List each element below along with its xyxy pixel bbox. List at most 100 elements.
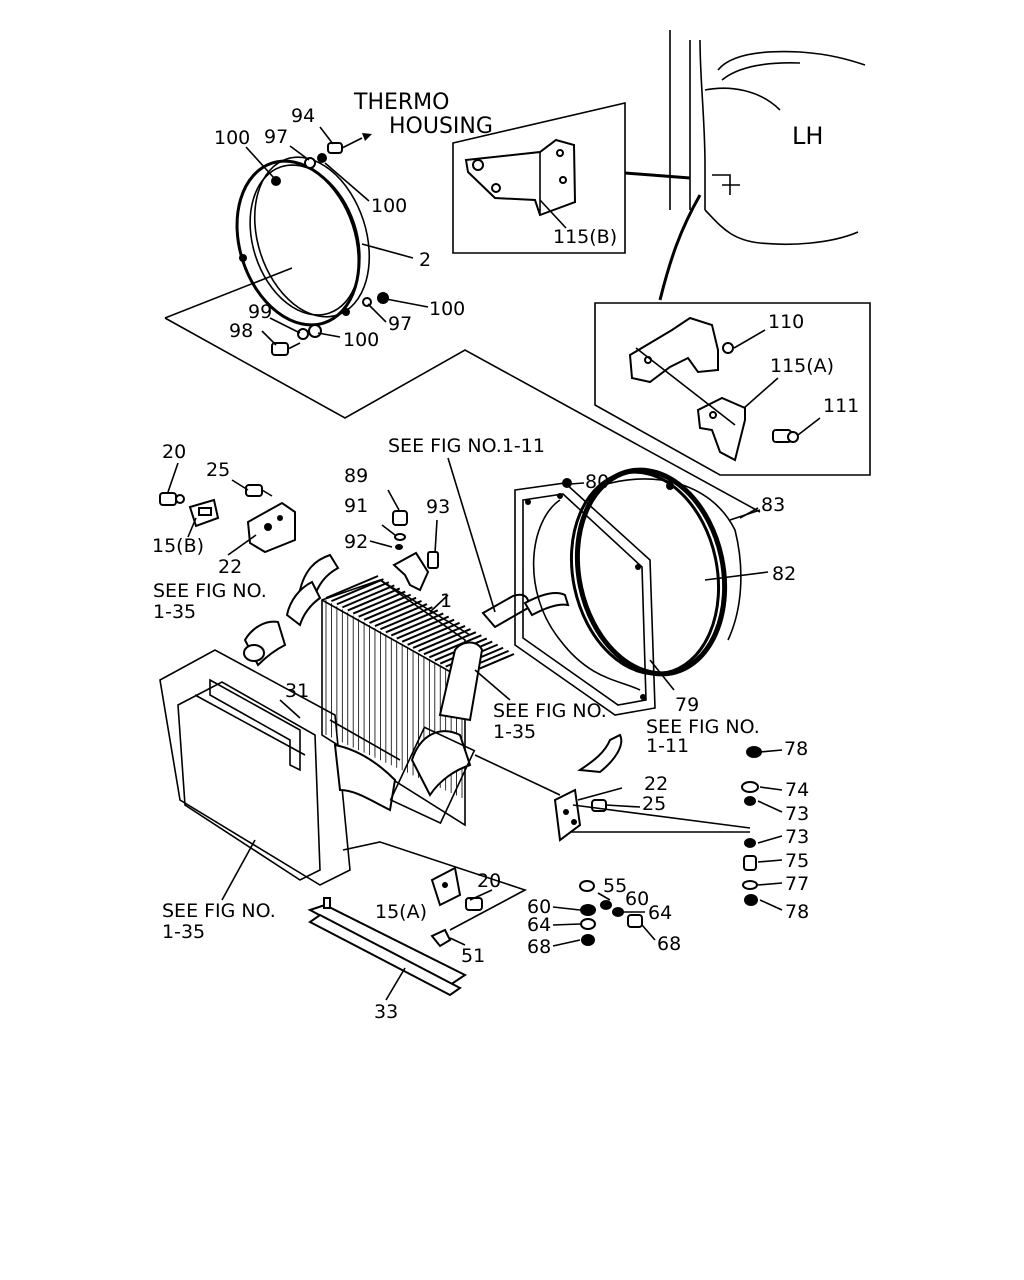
radiator-frame-part-31 xyxy=(159,649,476,886)
bracket-group-left xyxy=(159,462,296,556)
callout-75: 75 xyxy=(785,850,809,872)
callout-83: 83 xyxy=(761,494,785,516)
bottom-rail-part-33 xyxy=(307,897,467,1001)
callout-60: 60 xyxy=(625,888,649,910)
radiator-fin xyxy=(407,621,460,646)
radiator-fin xyxy=(396,615,450,640)
callout-79: 79 xyxy=(675,694,699,716)
callout-78: 78 xyxy=(784,738,808,760)
callout-100: 100 xyxy=(371,195,407,217)
note-see-fig-1-35-bottom: SEE FIG NO. xyxy=(162,900,276,922)
callout-100: 100 xyxy=(429,298,465,320)
shroud-ring-part-2 xyxy=(235,156,371,327)
radiator-fin xyxy=(336,581,390,606)
callout-91: 91 xyxy=(344,495,368,517)
callout-98: 98 xyxy=(229,320,253,342)
note-see-fig-1-35-left-num: 1-35 xyxy=(153,601,196,623)
callout-51: 51 xyxy=(461,945,485,967)
radiator-fin xyxy=(380,606,433,631)
callout-64: 64 xyxy=(648,902,672,924)
callout-78: 78 xyxy=(785,901,809,923)
callout-33: 33 xyxy=(374,1001,398,1023)
note-see-fig-1-11-right-num: 1-11 xyxy=(646,735,689,757)
callout-20: 20 xyxy=(162,441,186,463)
radiator-fin xyxy=(385,609,439,634)
callout-110: 110 xyxy=(768,311,804,333)
callout-100: 100 xyxy=(214,127,250,149)
callout-115b: 115(B) xyxy=(553,226,617,248)
radiator-fin xyxy=(325,575,379,599)
note-see-fig-1-11-right: SEE FIG NO. xyxy=(646,716,760,738)
callout-77: 77 xyxy=(785,873,809,895)
lh-frame-outline xyxy=(658,30,866,301)
callout-97: 97 xyxy=(264,126,288,148)
callout-74: 74 xyxy=(785,779,809,801)
callout-64: 64 xyxy=(527,914,551,936)
note-see-fig-1-35-mid: SEE FIG NO. xyxy=(493,700,607,722)
small-fasteners-top xyxy=(271,133,389,356)
callout-94: 94 xyxy=(291,105,315,127)
callout-97: 97 xyxy=(388,313,412,335)
callout-22: 22 xyxy=(218,556,242,578)
callout-1: 1 xyxy=(440,590,452,612)
note-see-fig-1-35-mid-num: 1-35 xyxy=(493,721,536,743)
callout-73: 73 xyxy=(785,826,809,848)
note-see-fig-1-11: SEE FIG NO.1-11 xyxy=(388,435,545,457)
hose-middle xyxy=(410,641,511,797)
radiator-fin xyxy=(412,624,466,649)
callout-82: 82 xyxy=(772,563,796,585)
callout-115a: 115(A) xyxy=(770,355,834,377)
callout-15a: 15(A) xyxy=(375,901,427,923)
note-housing: HOUSING xyxy=(389,114,493,139)
bracket-group-right xyxy=(474,754,751,842)
hose-upper-right xyxy=(447,457,570,629)
callout-2: 2 xyxy=(419,249,431,271)
radiator-fin xyxy=(331,578,384,603)
callout-100: 100 xyxy=(343,329,379,351)
callout-68: 68 xyxy=(657,933,681,955)
assembly-outline xyxy=(164,317,761,513)
note-see-fig-1-35-bottom-num: 1-35 xyxy=(162,921,205,943)
callout-68: 68 xyxy=(527,936,551,958)
callout-89: 89 xyxy=(344,465,368,487)
callout-31: 31 xyxy=(285,680,309,702)
callout-111: 111 xyxy=(823,395,859,417)
note-thermo: THERMO xyxy=(353,90,449,115)
radiator-fin xyxy=(418,628,471,652)
radiator-fin xyxy=(369,600,422,624)
callout-99: 99 xyxy=(248,301,272,323)
callout-25: 25 xyxy=(642,793,666,815)
callout-20: 20 xyxy=(477,870,501,892)
radiator-fin xyxy=(363,596,417,621)
radiator-fin xyxy=(401,618,455,643)
radiator-fin xyxy=(358,593,412,618)
fastener-group-lower xyxy=(579,880,643,946)
callout-22: 22 xyxy=(644,773,668,795)
note-lh: LH xyxy=(792,122,823,150)
radiator-fin xyxy=(341,584,395,609)
hose-upper-left xyxy=(243,553,340,667)
callout-15b: 15(B) xyxy=(152,535,204,557)
callout-92: 92 xyxy=(344,531,368,553)
bracket-group-89-93 xyxy=(369,489,439,592)
fastener-stack-right xyxy=(741,746,762,906)
radiator-fin xyxy=(428,634,482,659)
callout-60: 60 xyxy=(527,896,551,918)
leaders-shroud xyxy=(429,482,769,691)
inset-bracket-110-115a xyxy=(594,302,871,476)
callout-55: 55 xyxy=(603,875,627,897)
bracket-group-15a xyxy=(342,841,528,931)
inset-bracket-115b xyxy=(452,101,691,254)
radiator-fin xyxy=(374,603,428,628)
callout-80: 80 xyxy=(585,471,609,493)
radiator-fin xyxy=(390,612,444,637)
radiator-fin xyxy=(423,631,477,656)
leaders-ring xyxy=(245,126,429,346)
radiator-fin xyxy=(352,590,406,615)
radiator-fin xyxy=(347,587,401,612)
fan-ring-part-82 xyxy=(562,467,742,677)
callout-25: 25 xyxy=(206,459,230,481)
note-see-fig-1-35-left: SEE FIG NO. xyxy=(153,580,267,602)
callout-93: 93 xyxy=(426,496,450,518)
